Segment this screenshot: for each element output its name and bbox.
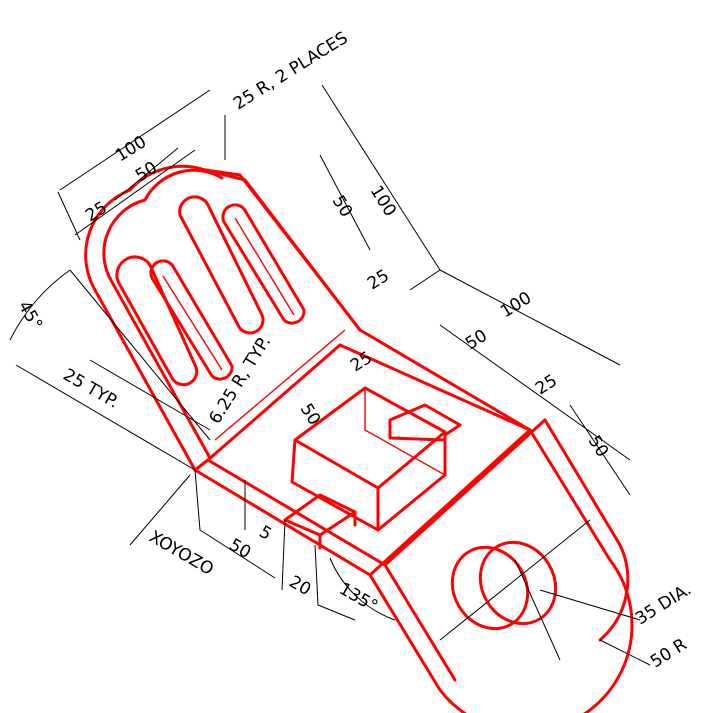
label-lug-radius: 50 R <box>647 635 691 673</box>
label-thickness: 25 TYP. <box>60 365 123 413</box>
label-box-front-offset: 25 <box>347 348 376 376</box>
dimension-lines <box>9 84 651 666</box>
label-bend-offset: 25 <box>364 266 393 294</box>
hole-front <box>478 540 558 626</box>
label-lug-width: 50 <box>584 432 612 461</box>
label-tab-height: 5 <box>256 522 275 545</box>
label-tab-width: 20 <box>286 572 315 600</box>
label-plate-length: 100 <box>366 182 400 220</box>
lug <box>368 418 634 713</box>
label-hole-diameter: 35 DIA. <box>632 579 695 629</box>
slot-1 <box>149 259 234 381</box>
label-tab-offset: 50 <box>226 535 255 563</box>
label-origin: XOYOZO <box>146 527 217 580</box>
box <box>283 386 462 550</box>
label-box-depth: 50 <box>296 400 324 429</box>
hole-back <box>450 545 530 631</box>
label-radius-2-places: 25 R, 2 PLACES <box>230 28 351 114</box>
label-slot-offset: 25 <box>82 198 111 226</box>
label-angle-45: 45° <box>14 298 46 334</box>
back-plate <box>84 164 362 472</box>
label-box-width: 50 <box>462 326 491 354</box>
label-box-offset: 25 <box>532 371 561 399</box>
slot-2 <box>221 203 306 325</box>
